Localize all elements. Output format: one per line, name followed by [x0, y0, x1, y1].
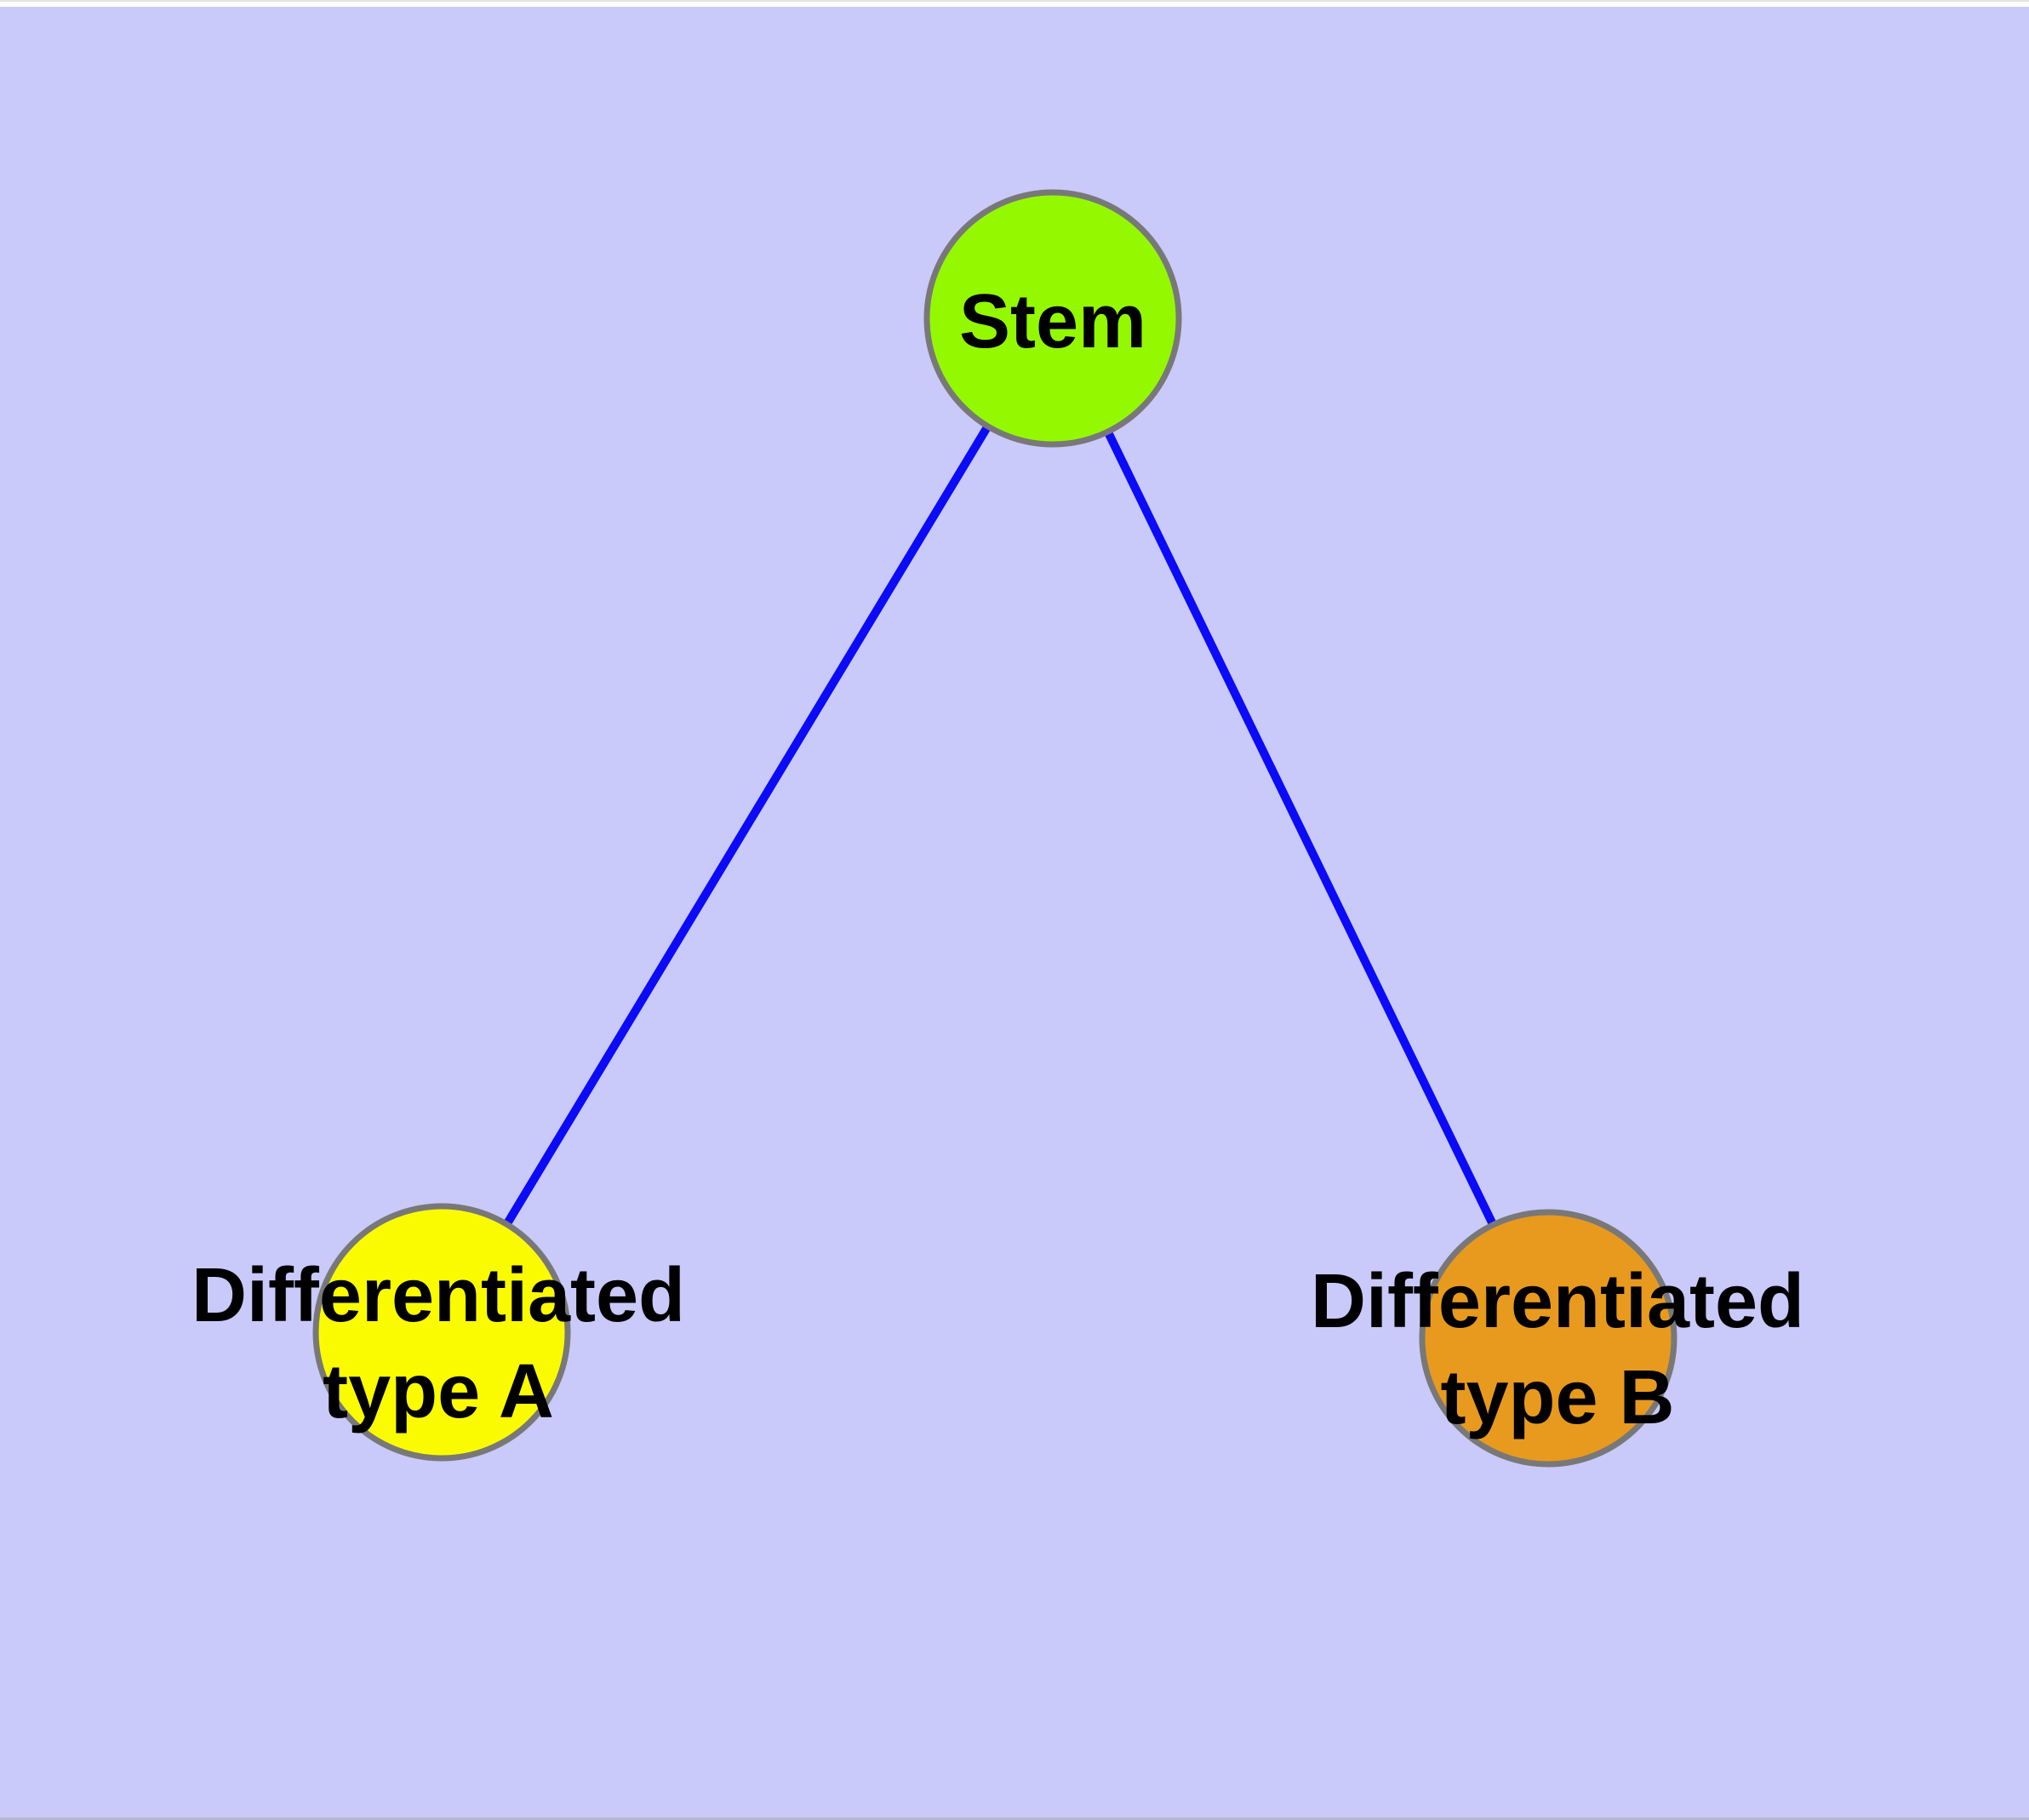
node-differentiated-type-a	[312, 1203, 571, 1462]
node-stem	[923, 189, 1182, 448]
node-type-b-label-line2: type B	[1440, 1355, 1674, 1440]
node-type-a-label-line1: Differentiated	[191, 1253, 685, 1338]
edge-stem-to-type-b	[1049, 316, 1552, 1341]
node-type-b-label-line1: Differentiated	[1311, 1259, 1804, 1344]
edge-stem-to-type-a	[437, 316, 1057, 1335]
top-edge-line	[0, 0, 2029, 2]
bottom-edge-line	[0, 1817, 2029, 1820]
node-stem-label: Stem	[959, 279, 1146, 364]
node-differentiated-type-b	[1419, 1209, 1677, 1468]
node-type-a-label-line2: type A	[323, 1349, 554, 1434]
top-margin-strip	[0, 0, 2029, 7]
